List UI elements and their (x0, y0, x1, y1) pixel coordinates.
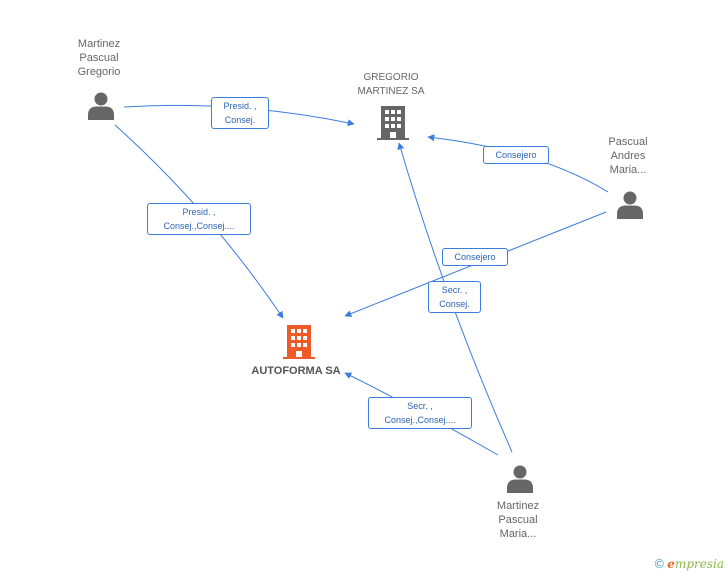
copyright-icon: © (653, 557, 666, 571)
edge-label-line: Consejero (495, 150, 537, 160)
node-label-pascual-andres-maria: Pascual Andres Maria... (590, 135, 666, 177)
edge-label-line: Consej.,Consej.... (163, 221, 235, 231)
brand-logo[interactable]: ©empresia (653, 557, 724, 571)
label-line: Maria... (609, 164, 647, 176)
edge-label-line: Presid. , (182, 207, 216, 217)
label-line: MARTINEZ SA (357, 86, 425, 97)
label-line: Pascual (608, 136, 648, 148)
edge-label-mpm-to-gmsa[interactable]: Secr. , Consej. (428, 281, 481, 313)
edge-label-line: Consejero (454, 252, 496, 262)
label-line: Pascual (498, 514, 538, 526)
label-line: Martinez (496, 500, 540, 512)
edge-label-pam-to-gmsa[interactable]: Consejero (483, 146, 549, 164)
edge-label-line: Secr. , (407, 401, 433, 411)
person-icon[interactable] (86, 90, 116, 120)
person-icon[interactable] (505, 463, 535, 493)
label-line: Martinez (77, 38, 121, 50)
brand-name: mpresia (674, 557, 724, 571)
edge-label-line: Consej. (224, 115, 256, 125)
label-line: Gregorio (77, 66, 121, 78)
node-label-gregorio-martinez-sa: GREGORIO MARTINEZ SA (336, 71, 446, 99)
main-company-building-icon[interactable] (283, 325, 315, 359)
edge-label-mpg-to-autoforma[interactable]: Presid. , Consej.,Consej.... (147, 203, 251, 235)
edge-label-mpg-to-gmsa[interactable]: Presid. , Consej. (211, 97, 269, 129)
edge-label-line: Secr. , (441, 285, 468, 295)
edge-label-pam-to-autoforma[interactable]: Consejero (442, 248, 508, 266)
person-icon[interactable] (615, 189, 645, 219)
node-label-martinez-pascual-maria: Martinez Pascual Maria... (480, 499, 556, 541)
edge-label-mpm-to-autoforma[interactable]: Secr. , Consej.,Consej.... (368, 397, 472, 429)
edge-label-line: Consej.,Consej.... (384, 415, 456, 425)
label-line: Maria... (499, 528, 537, 540)
label-line: Andres (610, 150, 646, 162)
edge-label-line: Consej. (439, 299, 470, 309)
brand-initial: e (667, 557, 675, 571)
label-line: Pascual (79, 52, 119, 64)
node-label-autoforma-sa: AUTOFORMA SA (234, 364, 358, 378)
node-label-martinez-pascual-gregorio: Martinez Pascual Gregorio (58, 37, 140, 79)
company-building-icon[interactable] (377, 106, 409, 140)
label-line: GREGORIO (363, 72, 419, 83)
label-line: AUTOFORMA SA (251, 365, 341, 377)
edge-label-line: Presid. , (223, 101, 257, 111)
